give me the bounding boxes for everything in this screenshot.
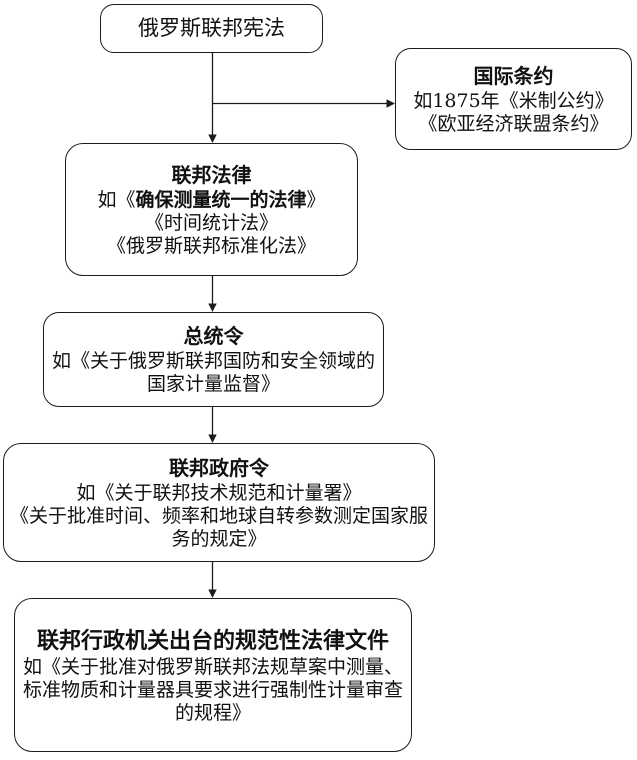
node-federal-laws-title: 联邦法律 — [171, 162, 252, 187]
example-1-law-name: 确保测量统一的法律 — [135, 188, 307, 211]
arrowhead-government — [208, 434, 217, 443]
node-government-decree: 联邦政府令 如《关于联邦技术规范和计量署》 《关于批准时间、频率和地球自转参数测… — [3, 443, 435, 562]
node-agency-documents-example-line-1: 如《关于批准对俄罗斯联邦法规草案中测量、 — [22, 655, 403, 678]
node-government-decree-example-2-line-1: 《关于批准时间、频率和地球自转参数测定国家服 — [9, 504, 428, 527]
node-government-decree-example-2-line-2: 务的规定》 — [171, 527, 267, 550]
node-constitution: 俄罗斯联邦宪法 — [100, 4, 323, 53]
node-presidential-decree-example-line-1: 如《关于俄罗斯联邦国防和安全领域的 — [51, 350, 375, 372]
node-agency-documents-example-line-3: 的规程》 — [174, 701, 251, 724]
node-presidential-decree-example-line-2: 国家计量监督》 — [146, 373, 280, 395]
node-government-decree-title: 联邦政府令 — [169, 455, 269, 480]
node-agency-documents-example-line-2: 标准物质和计量器具要求进行强制性计量审查 — [22, 678, 403, 701]
node-international-treaties: 国际条约 如1875年《米制公约》 《欧亚经济联盟条约》 — [395, 48, 632, 150]
node-federal-laws-example-2: 《时间统计法》 — [144, 211, 278, 234]
arrowhead-presidential — [208, 303, 217, 312]
example-1-suffix: 》 — [306, 188, 326, 211]
node-federal-laws-example-1: 如《确保测量统一的法律》 — [97, 189, 325, 212]
node-government-decree-example-1: 如《关于联邦技术规范和计量署》 — [76, 481, 362, 504]
node-international-treaties-example-1: 如1875年《米制公约》 — [413, 89, 614, 112]
node-presidential-decree: 总统令 如《关于俄罗斯联邦国防和安全领域的 国家计量监督》 — [43, 312, 384, 407]
node-presidential-decree-title: 总统令 — [183, 324, 244, 348]
node-international-treaties-title: 国际条约 — [473, 63, 554, 88]
node-federal-laws: 联邦法律 如《确保测量统一的法律》 《时间统计法》 《俄罗斯联邦标准化法》 — [65, 143, 358, 276]
node-constitution-title: 俄罗斯联邦宪法 — [138, 16, 285, 40]
node-agency-normative-documents-title: 联邦行政机关出台的规范性法律文件 — [36, 627, 389, 654]
arrowhead-treaties — [386, 99, 395, 108]
node-international-treaties-example-2: 《欧亚经济联盟条约》 — [418, 112, 609, 135]
node-agency-normative-documents: 联邦行政机关出台的规范性法律文件 如《关于批准对俄罗斯联邦法规草案中测量、 标准… — [14, 598, 412, 752]
example-1-prefix: 如《 — [97, 188, 136, 211]
arrowhead-agency — [208, 589, 217, 598]
node-federal-laws-example-3: 《俄罗斯联邦标准化法》 — [106, 234, 316, 257]
arrowhead-federal-laws — [208, 134, 217, 143]
